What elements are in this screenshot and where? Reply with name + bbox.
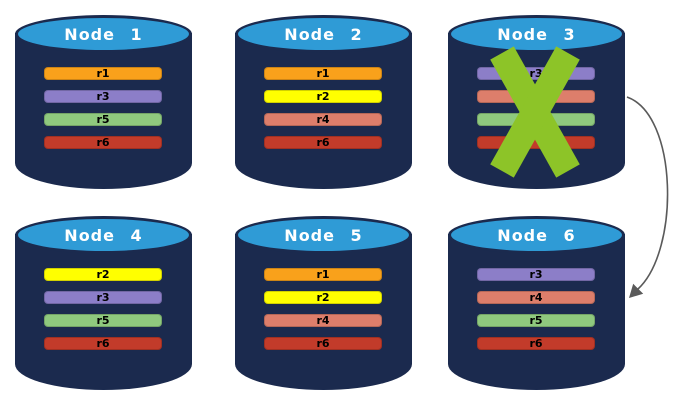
- replica-bar: [477, 136, 595, 149]
- replica-bar-r6: r6: [477, 337, 595, 350]
- replica-bar-r1: r1: [264, 268, 382, 281]
- replica-bar-r4: r4: [264, 314, 382, 327]
- replica-bar-r2: r2: [44, 268, 162, 281]
- replica-bars: r3: [477, 67, 595, 159]
- cylinder-body: [448, 234, 625, 390]
- database-node-4: Node 4 r2 r3 r5 r6: [15, 216, 192, 390]
- cylinder-top: Node 3: [448, 15, 625, 53]
- cylinder-top: Node 4: [15, 216, 192, 254]
- cylinder-top: Node 6: [448, 216, 625, 254]
- replica-bar-r6: r6: [44, 337, 162, 350]
- database-node-2: Node 2 r1 r2 r4 r6: [235, 15, 412, 189]
- replica-bars: r2 r3 r5 r6: [44, 268, 162, 360]
- replica-bar-r1: r1: [264, 67, 382, 80]
- replica-bar-r2: r2: [264, 291, 382, 304]
- replica-bar-r6: r6: [44, 136, 162, 149]
- node-title: Node 3: [497, 24, 576, 44]
- replica-bar: [477, 113, 595, 126]
- cylinder-body: [235, 234, 412, 390]
- replica-bar-r3: r3: [477, 67, 595, 80]
- cylinder-top: Node 2: [235, 15, 412, 53]
- replica-bar-r3: r3: [44, 291, 162, 304]
- node-title: Node 2: [284, 24, 363, 44]
- cylinder-top: Node 5: [235, 216, 412, 254]
- replica-bar-r5: r5: [44, 113, 162, 126]
- database-node-1: Node 1 r1 r3 r5 r6: [15, 15, 192, 189]
- cylinder-body: [15, 33, 192, 189]
- replica-bar-r5: r5: [44, 314, 162, 327]
- arrow-head-icon: [629, 283, 644, 298]
- replica-bar-r2: r2: [264, 90, 382, 103]
- replica-bar-r5: r5: [477, 314, 595, 327]
- node-title: Node 4: [64, 225, 143, 245]
- replica-bar-r1: r1: [44, 67, 162, 80]
- cylinder-top: Node 1: [15, 15, 192, 53]
- node-title: Node 6: [497, 225, 576, 245]
- replica-bars: r3 r4 r5 r6: [477, 268, 595, 360]
- replica-bar: [477, 90, 595, 103]
- database-node-5: Node 5 r1 r2 r4 r6: [235, 216, 412, 390]
- replica-bar-r3: r3: [477, 268, 595, 281]
- cylinder-body: [235, 33, 412, 189]
- replica-bars: r1 r2 r4 r6: [264, 268, 382, 360]
- replica-bar-r4: r4: [477, 291, 595, 304]
- replica-bar-r6: r6: [264, 136, 382, 149]
- node-title: Node 5: [284, 225, 363, 245]
- replica-bar-r3: r3: [44, 90, 162, 103]
- replica-bars: r1 r2 r4 r6: [264, 67, 382, 159]
- database-node-3: Node 3 r3: [448, 15, 625, 189]
- replica-bar-r4: r4: [264, 113, 382, 126]
- replica-bar-r6: r6: [264, 337, 382, 350]
- replica-bars: r1 r3 r5 r6: [44, 67, 162, 159]
- database-node-6: Node 6 r3 r4 r5 r6: [448, 216, 625, 390]
- cylinder-body: [15, 234, 192, 390]
- node-title: Node 1: [64, 24, 143, 44]
